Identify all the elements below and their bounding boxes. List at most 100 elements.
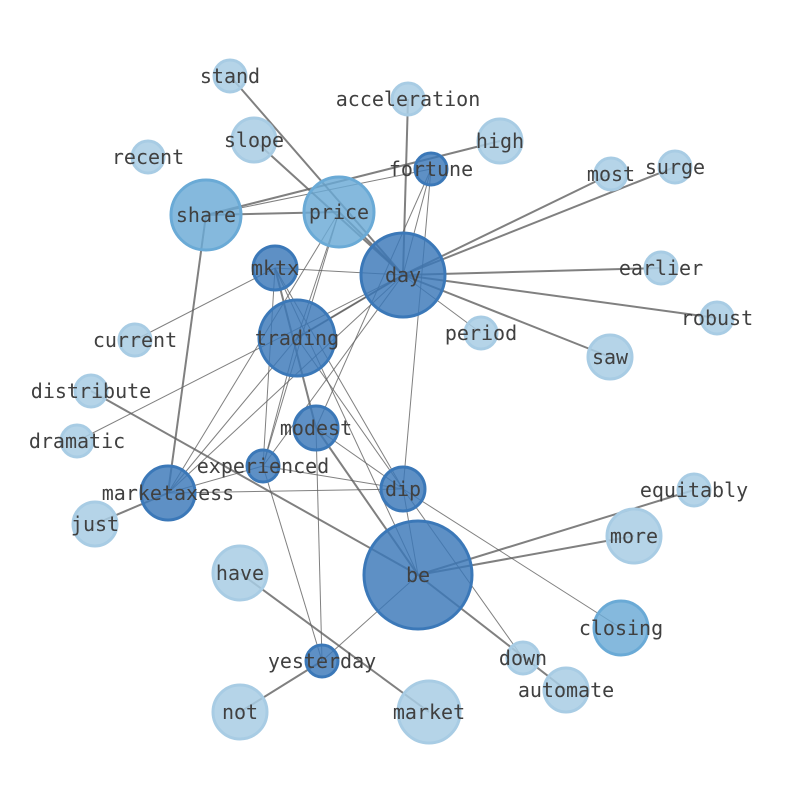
node-label-current: current	[93, 328, 177, 352]
node-label-stand: stand	[200, 64, 260, 88]
node-circle-current	[117, 322, 153, 358]
node-circle-price	[302, 175, 376, 249]
node-circle-yesterday	[304, 643, 340, 679]
edge-modest-yesterday	[315, 427, 323, 662]
node-dramatic: dramatic	[29, 423, 125, 459]
node-recent: recent	[112, 139, 184, 175]
node-label-price: price	[309, 200, 369, 224]
node-label-earlier: earlier	[619, 256, 703, 280]
node-yesterday: yesterday	[268, 643, 376, 679]
node-automate: automate	[518, 666, 614, 714]
node-label-trading: trading	[255, 326, 339, 350]
edge-price-marketaxess	[167, 211, 340, 494]
node-circle-dramatic	[59, 423, 95, 459]
node-circle-share	[169, 178, 243, 252]
node-circle-marketaxess	[139, 464, 197, 522]
node-slope: slope	[224, 116, 284, 164]
node-label-most: most	[587, 162, 635, 186]
edge-surge-day	[402, 166, 676, 276]
node-mktx: mktx	[251, 244, 299, 292]
edge-fortune-dip	[402, 168, 432, 490]
node-label-down: down	[499, 646, 547, 670]
node-current: current	[93, 322, 177, 358]
node-more: more	[605, 507, 663, 565]
node-circle-most	[593, 156, 629, 192]
edge-experienced-yesterday	[262, 465, 323, 662]
node-circle-trading	[257, 298, 337, 378]
edge-mktx-experienced	[262, 267, 276, 467]
node-label-robust: robust	[681, 306, 753, 330]
node-label-acceleration: acceleration	[336, 87, 481, 111]
node-circle-earlier	[643, 250, 679, 286]
node-label-just: just	[71, 512, 119, 536]
node-circle-robust	[699, 300, 735, 336]
node-circle-mktx	[251, 244, 299, 292]
node-circle-modest	[292, 404, 340, 452]
node-label-yesterday: yesterday	[268, 649, 376, 673]
node-stand: stand	[200, 58, 260, 94]
node-dip: dip	[379, 465, 427, 513]
node-label-share: share	[176, 203, 236, 227]
node-label-modest: modest	[280, 416, 352, 440]
node-label-period: period	[445, 321, 517, 345]
edge-share-marketaxess	[167, 214, 207, 494]
node-circle-surge	[657, 149, 693, 185]
node-circle-acceleration	[390, 81, 426, 117]
node-circle-down	[505, 640, 541, 676]
node-label-high: high	[476, 129, 524, 153]
node-circle-slope	[230, 116, 278, 164]
edge-day-robust	[402, 274, 718, 319]
node-layer: stand acceleration slope high recent fortune m…	[29, 58, 753, 745]
node-circle-market	[396, 679, 462, 745]
node-circle-have	[211, 544, 269, 602]
node-label-slope: slope	[224, 128, 284, 152]
node-circle-not	[211, 683, 269, 741]
edge-distribute-be	[90, 390, 419, 576]
node-fortune: fortune	[389, 151, 473, 187]
node-market: market	[393, 679, 465, 745]
node-earlier: earlier	[619, 250, 703, 286]
node-circle-equitably	[676, 472, 712, 508]
node-label-surge: surge	[645, 155, 705, 179]
node-marketaxess: marketaxess	[102, 464, 234, 522]
node-day: day	[359, 231, 447, 319]
node-circle-recent	[130, 139, 166, 175]
edge-high-share	[205, 140, 501, 216]
node-experienced: experienced	[197, 448, 329, 484]
node-label-dramatic: dramatic	[29, 429, 125, 453]
node-equitably: equitably	[640, 472, 748, 508]
edge-have-market	[239, 572, 430, 713]
node-share: share	[169, 178, 243, 252]
node-be: be	[362, 519, 474, 631]
node-label-have: have	[216, 561, 264, 585]
node-circle-saw	[586, 333, 634, 381]
node-distribute: distribute	[31, 373, 151, 409]
node-high: high	[476, 117, 524, 165]
node-most: most	[587, 156, 635, 192]
node-label-be: be	[406, 563, 430, 587]
node-surge: surge	[645, 149, 705, 185]
node-circle-be	[362, 519, 474, 631]
node-period: period	[445, 315, 517, 351]
node-label-market: market	[393, 700, 465, 724]
edge-experienced-dip	[262, 465, 404, 490]
node-circle-stand	[212, 58, 248, 94]
node-label-dip: dip	[385, 477, 421, 501]
node-label-fortune: fortune	[389, 157, 473, 181]
node-acceleration: acceleration	[336, 81, 481, 117]
node-label-recent: recent	[112, 145, 184, 169]
node-modest: modest	[280, 404, 352, 452]
node-label-more: more	[610, 524, 658, 548]
node-label-saw: saw	[592, 345, 629, 369]
node-circle-day	[359, 231, 447, 319]
node-trading: trading	[255, 298, 339, 378]
node-price: price	[302, 175, 376, 249]
node-label-marketaxess: marketaxess	[102, 481, 234, 505]
node-circle-more	[605, 507, 663, 565]
node-circle-experienced	[245, 448, 281, 484]
node-circle-high	[476, 117, 524, 165]
edge-day-dramatic	[76, 274, 404, 442]
node-closing: closing	[579, 599, 663, 657]
edge-current-mktx	[134, 267, 276, 341]
